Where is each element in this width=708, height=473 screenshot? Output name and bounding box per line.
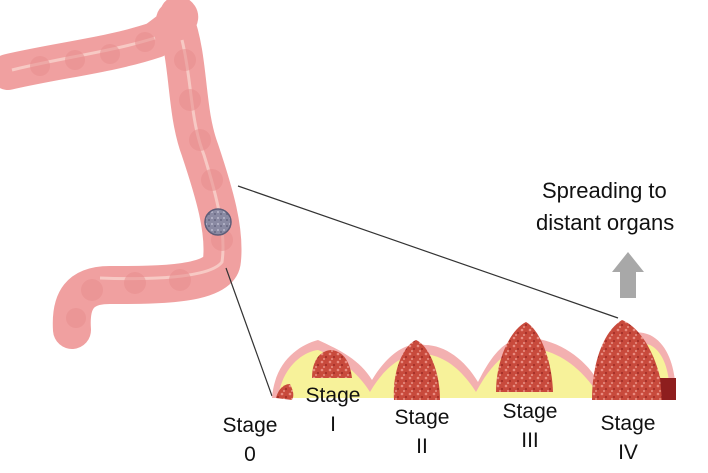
stage-0-numeral: 0 [244, 443, 256, 466]
arrow-up-icon [612, 252, 644, 298]
stage-2-word: Stage [395, 406, 450, 429]
annotation-line-1: Spreading to [542, 178, 667, 203]
stage-label-0: Stage 0 [223, 414, 278, 466]
stage-label-3: Stage III [503, 400, 558, 452]
tumor-stage-4 [592, 320, 664, 400]
stage-4-word: Stage [601, 412, 656, 435]
colon-illustration [8, 14, 233, 330]
zoom-line-top [238, 186, 618, 318]
stage-3-numeral: III [521, 429, 539, 452]
stage-label-4: Stage IV [601, 412, 656, 464]
stage-1-word: Stage [306, 384, 361, 407]
stage-0-word: Stage [223, 414, 278, 437]
stage-label-1: Stage I [306, 384, 361, 436]
annotation-line-2: distant organs [536, 210, 674, 235]
stage-4-numeral: IV [618, 441, 638, 464]
stage-1-numeral: I [330, 413, 336, 436]
stage-3-word: Stage [503, 400, 558, 423]
stage-label-2: Stage II [395, 406, 450, 458]
wall-invasion [660, 378, 676, 400]
stage-2-numeral: II [416, 435, 428, 458]
tumor-lesion-icon [205, 209, 231, 235]
zoom-line-bottom [226, 268, 272, 396]
tumor-stage-3 [496, 322, 553, 392]
